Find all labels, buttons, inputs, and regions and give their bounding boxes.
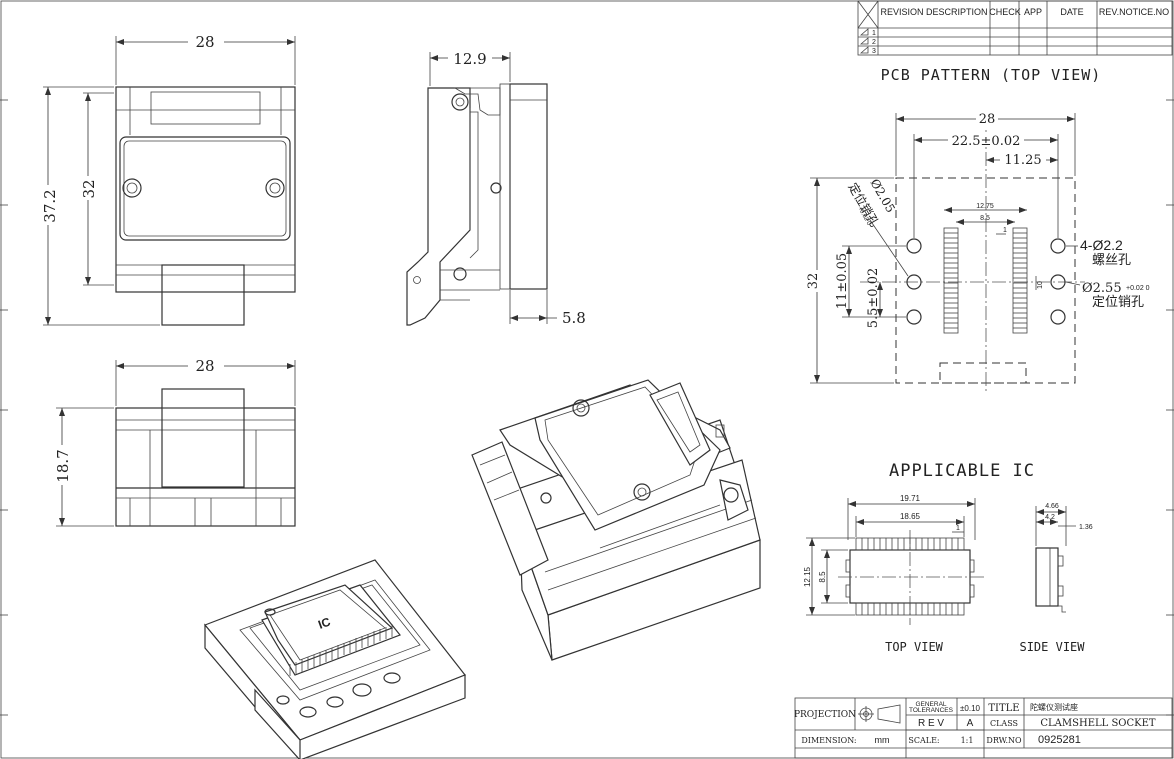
tb-title-value: 陀螺仪测试座 [1030,702,1078,712]
tb-general-tol-1: GENERAL [915,701,946,708]
pcb-pad-column-left [943,227,959,334]
projection-symbol-icon [858,704,901,724]
pcb-pattern: PCB PATTERN (TOP VIEW) [806,66,1150,392]
note-screw-holes: 4-Ø2.2 [1080,237,1123,253]
applicable-ic-title: APPLICABLE IC [889,461,1035,481]
pcb-pad-column-right [1012,227,1028,334]
socket-front-view: 28 18.7 [54,357,296,527]
rev-row-2: 2 [872,39,876,46]
note-pin2: Ø2.55 [1082,281,1122,296]
dim-ic-small: 1 [956,525,960,532]
rev-col-description: REVISION DESCRIPTION [880,7,987,17]
iso-ic-label: IC [316,614,332,631]
rev-row-3: 3 [872,48,876,55]
tb-scale-label: SCALE: [908,736,939,745]
tb-general-tol-2: TOLERANCES [909,707,954,714]
note-pin2-cn: 定位销孔 [1092,294,1144,309]
ic-top-pins-lower [855,602,965,616]
tb-projection-label: PROJECTION [794,710,856,720]
dim-pcb-v2: 5.5±0.02 [866,268,881,329]
note-pin2-tol: +0.02 0 [1126,285,1150,292]
dim-pcb-half: 11.25 [1004,153,1041,168]
dim-pcb-width: 28 [979,112,996,127]
rev-row-1: 1 [872,30,876,37]
dim-pcb-v1: 11±0.05 [835,253,850,309]
tb-drw-value: 0925281 [1038,734,1081,746]
note-screw-holes-cn: 螺丝孔 [1092,252,1131,267]
dim-pcb-pitch: 22.5±0.02 [952,134,1021,149]
pcb-pattern-title: PCB PATTERN (TOP VIEW) [881,66,1102,84]
rev-col-app: APP [1024,7,1042,17]
dim-top-height-outer: 37.2 [41,189,59,222]
revision-table: REVISION DESCRIPTION CHECK APP DATE REV.… [857,0,1173,56]
tb-dimension-label: DIMENSION: [801,736,856,745]
dim-pcb-pad-width: 12.75 [976,203,994,210]
dim-ic-height-1: 12.15 [803,566,812,587]
tb-class-value: CLAMSHELL SOCKET [1040,718,1156,729]
tb-tol-value: ±0.10 [960,704,981,713]
tb-scale-value: 1:1 [961,736,974,745]
dim-top-width: 28 [195,33,214,51]
dim-front-width: 28 [195,357,214,375]
applicable-ic: APPLICABLE IC [803,461,1093,654]
dim-front-height: 18.7 [54,449,72,482]
dim-ic-height-2: 8.5 [818,571,827,583]
socket-top-view: 28 37.2 32 [40,32,296,326]
tb-title-label: TITLE [988,703,1019,714]
tb-class-label: CLASS [990,719,1018,728]
dim-pcb-pad-small: 1 [1003,227,1007,234]
dim-ic-side-2: 4.2 [1045,514,1055,521]
title-block: PROJECTION GENERAL TOLERANCES ±0.10 R E … [794,697,1173,759]
socket-side-view: 12.9 5.8 [406,49,586,327]
dim-ic-width-2: 18.65 [900,512,921,521]
dim-ic-width-1: 19.71 [900,494,921,503]
dim-top-height-inner: 32 [80,179,98,198]
dim-pcb-pad-gap: 10 [1037,281,1044,289]
tb-rev-label: R E V [918,718,944,729]
rev-col-date: DATE [1060,7,1083,17]
dim-pcb-pad-inner: 8.5 [980,215,990,222]
ic-side-view-label: SIDE VIEW [1019,640,1085,654]
dim-side-width: 12.9 [453,50,486,68]
iso-ic-pins [289,624,393,676]
rev-col-check: CHECK [989,7,1021,17]
dim-ic-side-1: 4.66 [1045,503,1059,510]
socket-iso-open: IC [204,559,466,759]
tb-drw-label: DRW.NO [986,736,1022,745]
tb-dimension-value: mm [875,735,890,745]
ic-top-pins-upper [855,537,965,551]
rev-col-notice: REV.NOTICE.NO [1099,7,1169,17]
ic-top-view-label: TOP VIEW [885,640,944,654]
tb-rev-value: A [967,718,974,729]
dim-ic-side-3: 1.36 [1079,524,1093,531]
socket-iso-closed [471,379,761,661]
dim-pcb-height: 32 [806,273,821,290]
dim-side-small: 5.8 [562,309,586,327]
